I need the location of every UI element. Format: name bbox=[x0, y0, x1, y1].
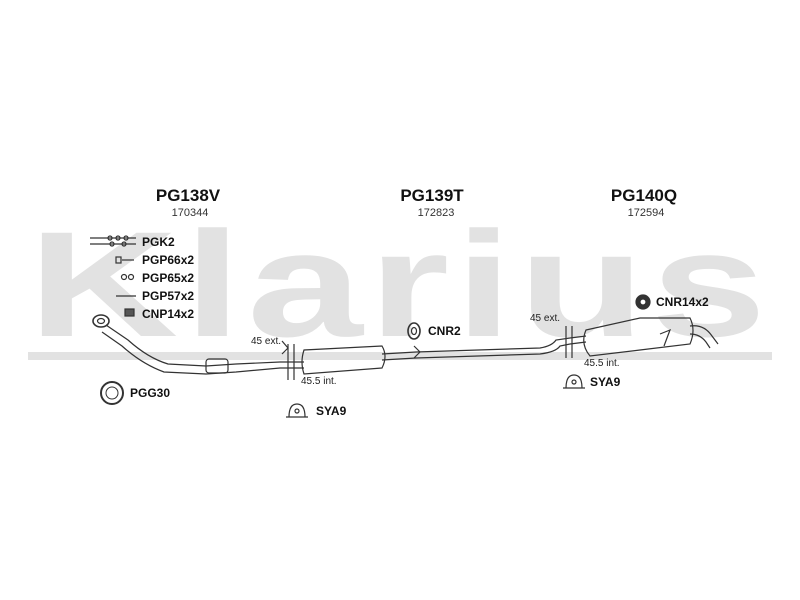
dimension-rear-int: 45.5 int. bbox=[584, 358, 620, 369]
centre-silencer-shape bbox=[301, 345, 386, 375]
kit-part-label-3: PGP65x2 bbox=[142, 271, 195, 285]
kit-part-label-4: PGP57x2 bbox=[142, 289, 195, 303]
section-title-front: PG138V bbox=[155, 186, 221, 205]
rear-silencer-shape bbox=[583, 317, 694, 357]
gasket-label: PGG30 bbox=[130, 386, 171, 400]
clamp-icon-front bbox=[286, 403, 308, 418]
dimension-front-int: 45.5 int. bbox=[301, 376, 337, 387]
mount-label-front: SYA9 bbox=[316, 404, 347, 418]
rubber-mount-icon-mid bbox=[407, 322, 421, 340]
section-code-rear: 172594 bbox=[627, 207, 665, 219]
nut-icon-65 bbox=[120, 273, 135, 281]
rubber-mount-icon-rear bbox=[635, 294, 651, 310]
kit-part-label-5: CNP14x2 bbox=[142, 307, 195, 321]
kit-part-label-1: PGK2 bbox=[142, 235, 175, 249]
dimension-front-ext: 45 ext. bbox=[251, 336, 282, 347]
gasket-ring-icon bbox=[100, 381, 124, 405]
klarius-watermark-logo: Klarius bbox=[28, 208, 772, 368]
bolt-kit-icon bbox=[90, 235, 136, 247]
front-pipe-shape bbox=[105, 324, 296, 367]
mount-label-rear: SYA9 bbox=[590, 375, 621, 389]
rubber-label-rear: CNR14x2 bbox=[656, 295, 709, 309]
section-title-rear: PG140Q bbox=[610, 186, 678, 205]
clamp-nut-icon-14 bbox=[124, 308, 135, 317]
kit-part-label-2: PGP66x2 bbox=[142, 253, 195, 267]
dimension-rear-ext: 45 ext. bbox=[530, 313, 561, 324]
rubber-label-mid: CNR2 bbox=[428, 324, 461, 338]
clamp-icon-rear bbox=[563, 374, 585, 389]
section-code-middle: 172823 bbox=[417, 207, 455, 219]
bolt-icon-66 bbox=[115, 256, 134, 264]
section-title-middle: PG139T bbox=[400, 186, 464, 205]
section-code-front: 170344 bbox=[171, 207, 209, 219]
watermark-text: Klarius bbox=[28, 208, 772, 368]
